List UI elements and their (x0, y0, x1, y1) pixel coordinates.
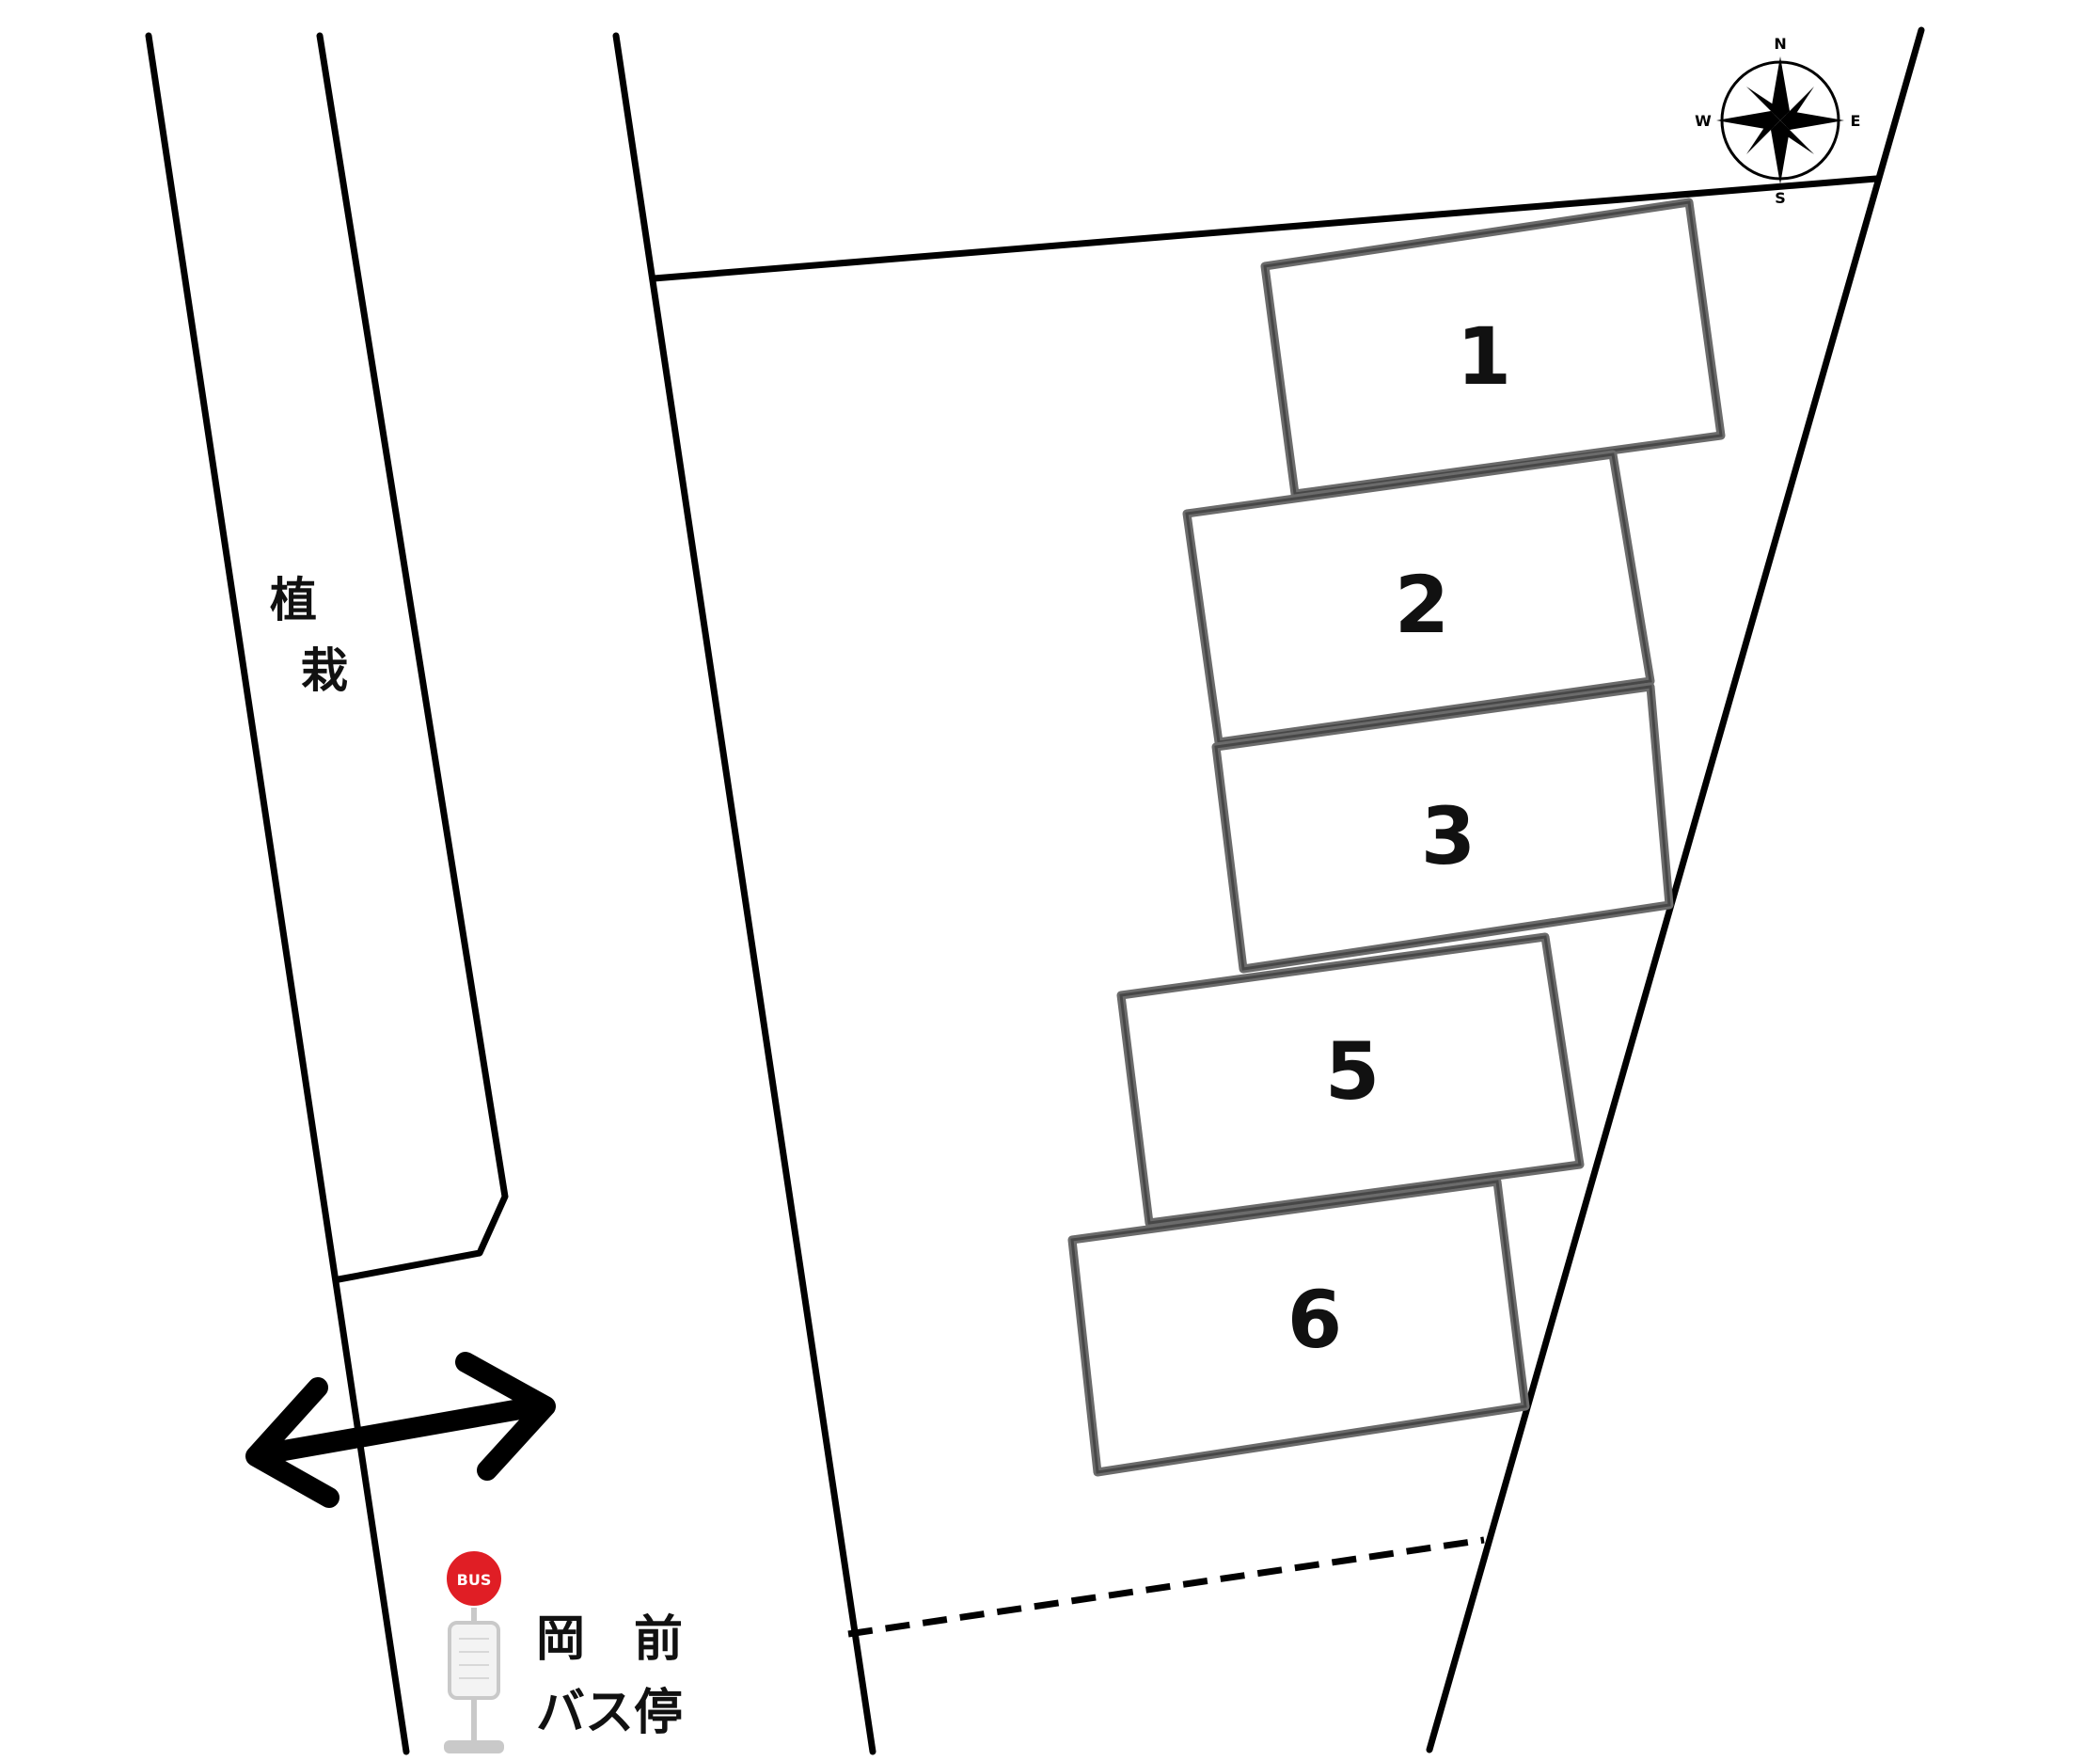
compass-south: S (1775, 189, 1786, 207)
road-lines (145, 26, 1925, 1755)
lot-boundary-right (1426, 26, 1925, 1753)
parking-stall-3[interactable]: 3 (1211, 682, 1674, 974)
compass-west: W (1695, 112, 1712, 130)
planting-label-char-1: 植 (270, 573, 317, 627)
compass-east: E (1851, 112, 1861, 130)
compass-north: N (1774, 35, 1786, 53)
parking-stall-6[interactable]: 6 (1067, 1177, 1530, 1477)
stall-number-3: 3 (1421, 790, 1476, 882)
lot-boundary-bottom-dashed (847, 1536, 1485, 1638)
planting-label: 植 栽 (270, 573, 348, 698)
stall-number-2: 2 (1395, 559, 1449, 651)
bus-stop-label: 岡 前 バス停 (536, 1611, 683, 1741)
parking-stalls: 1 2 3 5 6 (1067, 198, 1726, 1477)
bus-stop-name-line1: 岡 前 (536, 1611, 683, 1668)
road-edge-left (145, 32, 410, 1755)
two-way-access-arrow-icon (245, 1352, 556, 1508)
bus-stop-icon: BUS (443, 1547, 505, 1753)
compass-rose-icon: N E S W (1695, 35, 1860, 207)
bus-stop-name-line2: バス停 (536, 1685, 683, 1741)
stall-number-5: 5 (1325, 1025, 1380, 1118)
parking-stall-1[interactable]: 1 (1260, 198, 1726, 499)
stall-number-6: 6 (1287, 1274, 1342, 1366)
parking-stall-5[interactable]: 5 (1116, 932, 1585, 1228)
lot-boundary-left (612, 32, 876, 1755)
bus-sign-text: BUS (457, 1571, 492, 1589)
planting-strip-outline (316, 32, 509, 1283)
lot-boundary-top (650, 175, 1880, 282)
parking-stall-2[interactable]: 2 (1182, 450, 1655, 747)
stall-number-1: 1 (1457, 310, 1511, 403)
planting-label-char-2: 栽 (301, 643, 348, 698)
